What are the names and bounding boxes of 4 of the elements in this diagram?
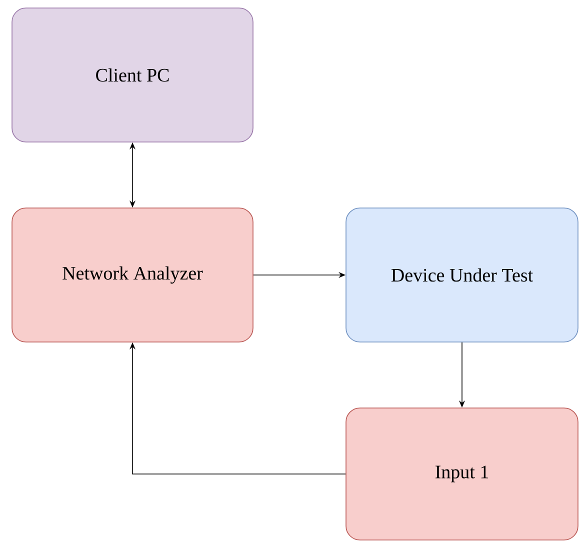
process-box: Client PC xyxy=(12,8,254,142)
process-box: Network Analyzer xyxy=(12,208,254,342)
process-box: Device Under Test xyxy=(346,208,578,342)
process-box: Input 1 xyxy=(346,408,578,540)
